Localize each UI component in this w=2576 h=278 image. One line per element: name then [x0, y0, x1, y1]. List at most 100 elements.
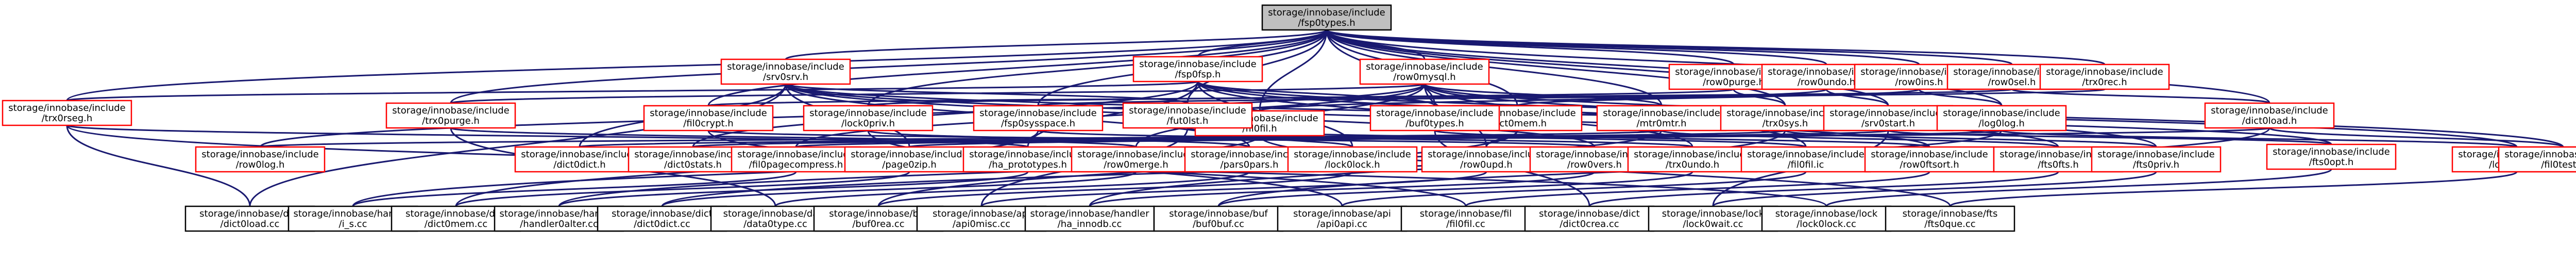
node-box — [1596, 105, 1727, 132]
node-label-line: storage/innobase/dict — [199, 208, 300, 219]
node-label-line: /row0upd.h — [1460, 159, 1513, 170]
node-label-line: /fts0que.cc — [1924, 219, 1975, 230]
node-label-line: /srv0start.h — [1861, 118, 1915, 129]
dependency-edge — [66, 124, 1029, 148]
node-label-line: storage/innobase/include — [1376, 108, 1493, 119]
node-label-line: /row0vers.h — [1567, 159, 1622, 170]
graph-node[interactable]: storage/innobase/include/fut0lst.h — [1122, 102, 1253, 129]
node-label-line: /fsp0sysspace.h — [1001, 118, 1075, 129]
node-label-line: /fil0test.h — [2541, 159, 2576, 170]
graph-node[interactable]: storage/innobase/lock/lock0wait.cc — [1648, 205, 1778, 232]
graph-node[interactable]: storage/innobase/dict/dict0dict.cc — [597, 205, 727, 232]
graph-node[interactable]: storage/innobase/include/row0log.h — [195, 146, 326, 173]
graph-node[interactable]: storage/innobase/include/lock0priv.h — [803, 105, 934, 132]
graph-node[interactable]: storage/innobase/include/fts0priv.h — [2091, 146, 2222, 173]
dependency-edge — [352, 171, 797, 207]
graph-node[interactable]: storage/innobase/include/page0zip.h — [844, 146, 975, 173]
dependency-edge — [2001, 129, 2518, 148]
graph-node[interactable]: storage/innobase/include/dict0load.h — [2204, 102, 2335, 129]
graph-node[interactable]: storage/innobase/dict/dict0crea.cc — [1524, 205, 1655, 232]
node-label-line: storage/innobase/include — [1129, 105, 1246, 116]
graph-node[interactable]: storage/innobase/api/api0api.cc — [1277, 205, 1408, 232]
node-box — [1524, 205, 1655, 232]
graph-node[interactable]: storage/innobase/lock/lock0lock.cc — [1761, 205, 1892, 232]
graph-node[interactable]: storage/innobase/include/row0ftsort.h — [1864, 146, 1995, 173]
node-box — [720, 58, 851, 85]
graph-node[interactable]: storage/innobase/include/dict0dict.h — [514, 146, 645, 173]
node-label-line: /fsp0fsp.h — [1175, 69, 1221, 80]
graph-node[interactable]: storage/innobase/include/row0mysql.h — [1359, 58, 1490, 85]
dependency-edge — [1887, 129, 2332, 145]
node-label-line: /i_s.cc — [339, 219, 367, 230]
dependency-edge — [1949, 171, 2518, 207]
node-box — [514, 146, 645, 173]
node-label-line: /ha_prototypes.h — [989, 159, 1067, 170]
node-label-line: storage/innobase/fts — [1903, 208, 1998, 219]
node-label-line: /fil0crypt.h — [683, 118, 733, 129]
graph-node[interactable]: storage/innobase/include/trx0rseg.h — [2, 100, 132, 126]
dependency-edge — [1423, 83, 1663, 107]
graph-node[interactable]: storage/innobase/include/log0log.h — [1936, 105, 2067, 132]
node-label-line: storage/innobase/include — [1829, 108, 1946, 119]
graph-node[interactable]: storage/innobase/fts/fts0que.cc — [1885, 205, 2015, 232]
node-label-line: /fts0priv.h — [2133, 159, 2179, 170]
graph-node[interactable]: storage/innobase/include/fil0pagecompres… — [731, 146, 861, 173]
dependency-edge — [1341, 171, 1807, 207]
node-label-line: /lock0priv.h — [841, 118, 895, 129]
node-label-line: /dict0mem.h — [1488, 118, 1547, 129]
dependency-edge — [1588, 171, 2059, 207]
node-label-line: /dict0load.cc — [221, 219, 280, 230]
node-box — [731, 146, 861, 173]
dependency-edge — [1434, 129, 1930, 148]
graph-node[interactable]: storage/innobase/handler/ha_innodb.cc — [1024, 205, 1155, 232]
node-label-line: storage/innobase/dict — [612, 208, 713, 219]
node-label-line: /mtr0mtr.h — [1637, 118, 1687, 129]
dependency-edge — [1037, 129, 1693, 148]
graph-node[interactable]: storage/innobase/include/trx0purge.h — [385, 102, 516, 129]
node-label-line: storage/innobase/api — [1293, 208, 1391, 219]
graph-node[interactable]: storage/innobase/include/fts0opt.h — [2266, 143, 2397, 170]
node-label-line: storage/innobase/include — [1294, 149, 1411, 160]
node-label-line: /row0sel.h — [1988, 77, 2036, 88]
node-box — [973, 105, 1104, 132]
graph-node[interactable]: storage/innobase/include/srv0srv.h — [720, 58, 851, 85]
dependency-edge — [455, 171, 910, 207]
node-label-line: /fts0opt.h — [2309, 157, 2354, 168]
graph-node[interactable]: storage/innobase/include/mtr0mtr.h — [1596, 105, 1727, 132]
graph-node[interactable]: storage/innobase/include/fsp0types.h — [1261, 4, 1392, 31]
dependency-edge — [450, 127, 1137, 148]
graph-node[interactable]: storage/innobase/include/ha_prototypes.h — [962, 146, 1093, 173]
dependency-edge — [450, 83, 1426, 104]
graph-node[interactable]: storage/innobase/include/trx0undo.h — [1627, 146, 1758, 173]
graph-node[interactable]: storage/innobase/include/fil0fil.ic — [1740, 146, 1871, 173]
graph-node[interactable]: storage/innobase/include/fil0crypt.h — [643, 105, 774, 132]
graph-node[interactable]: storage/innobase/include/row0upd.h — [1421, 146, 1552, 173]
node-label-line: storage/innobase/include — [1139, 59, 1256, 70]
graph-node[interactable]: storage/innobase/include/fsp0sysspace.h — [973, 105, 1104, 132]
graph-node[interactable]: storage/innobase/buf/buf0buf.cc — [1153, 205, 1284, 232]
graph-node[interactable]: storage/innobase/include/buf0types.h — [1369, 105, 1500, 132]
node-label-line: storage/innobase/include — [1634, 149, 1751, 160]
dependency-edge — [692, 81, 1199, 148]
graph-node[interactable]: storage/innobase/include/lock0lock.h — [1287, 146, 1418, 173]
node-label-line: /trx0undo.h — [1666, 159, 1719, 170]
graph-node[interactable]: storage/innobase/include/row0merge.h — [1071, 146, 1201, 173]
dependency-edge — [867, 129, 1250, 148]
node-label-line: storage/innobase/include — [737, 149, 854, 160]
graph-node[interactable]: storage/innobase/include/trx0rec.h — [2039, 63, 2170, 90]
graph-node[interactable]: storage/innobase/api/api0misc.cc — [916, 205, 1047, 232]
node-box — [1024, 205, 1155, 232]
node-label-line: storage/innobase/dict — [405, 208, 506, 219]
graph-node[interactable]: storage/innobase/fil/fil0fil.cc — [1400, 205, 1531, 232]
graph-node[interactable]: storage/innobase/include/fil0test.h — [2498, 146, 2576, 173]
graph-node[interactable]: storage/innobase/include/fsp0fsp.h — [1132, 56, 1263, 83]
node-label-line: /dict0mem.cc — [425, 219, 488, 230]
graph-node[interactable]: storage/innobase/include/srv0start.h — [1823, 105, 1954, 132]
node-label-line: /fsp0types.h — [1298, 18, 1355, 28]
node-label-line: /dict0dict.h — [553, 159, 605, 170]
node-label-line: /row0log.h — [236, 159, 285, 170]
node-label-line: storage/innobase/include — [809, 108, 926, 119]
node-box — [1885, 205, 2015, 232]
node-label-line: /handler0alter.cc — [520, 219, 598, 230]
node-box — [643, 105, 774, 132]
